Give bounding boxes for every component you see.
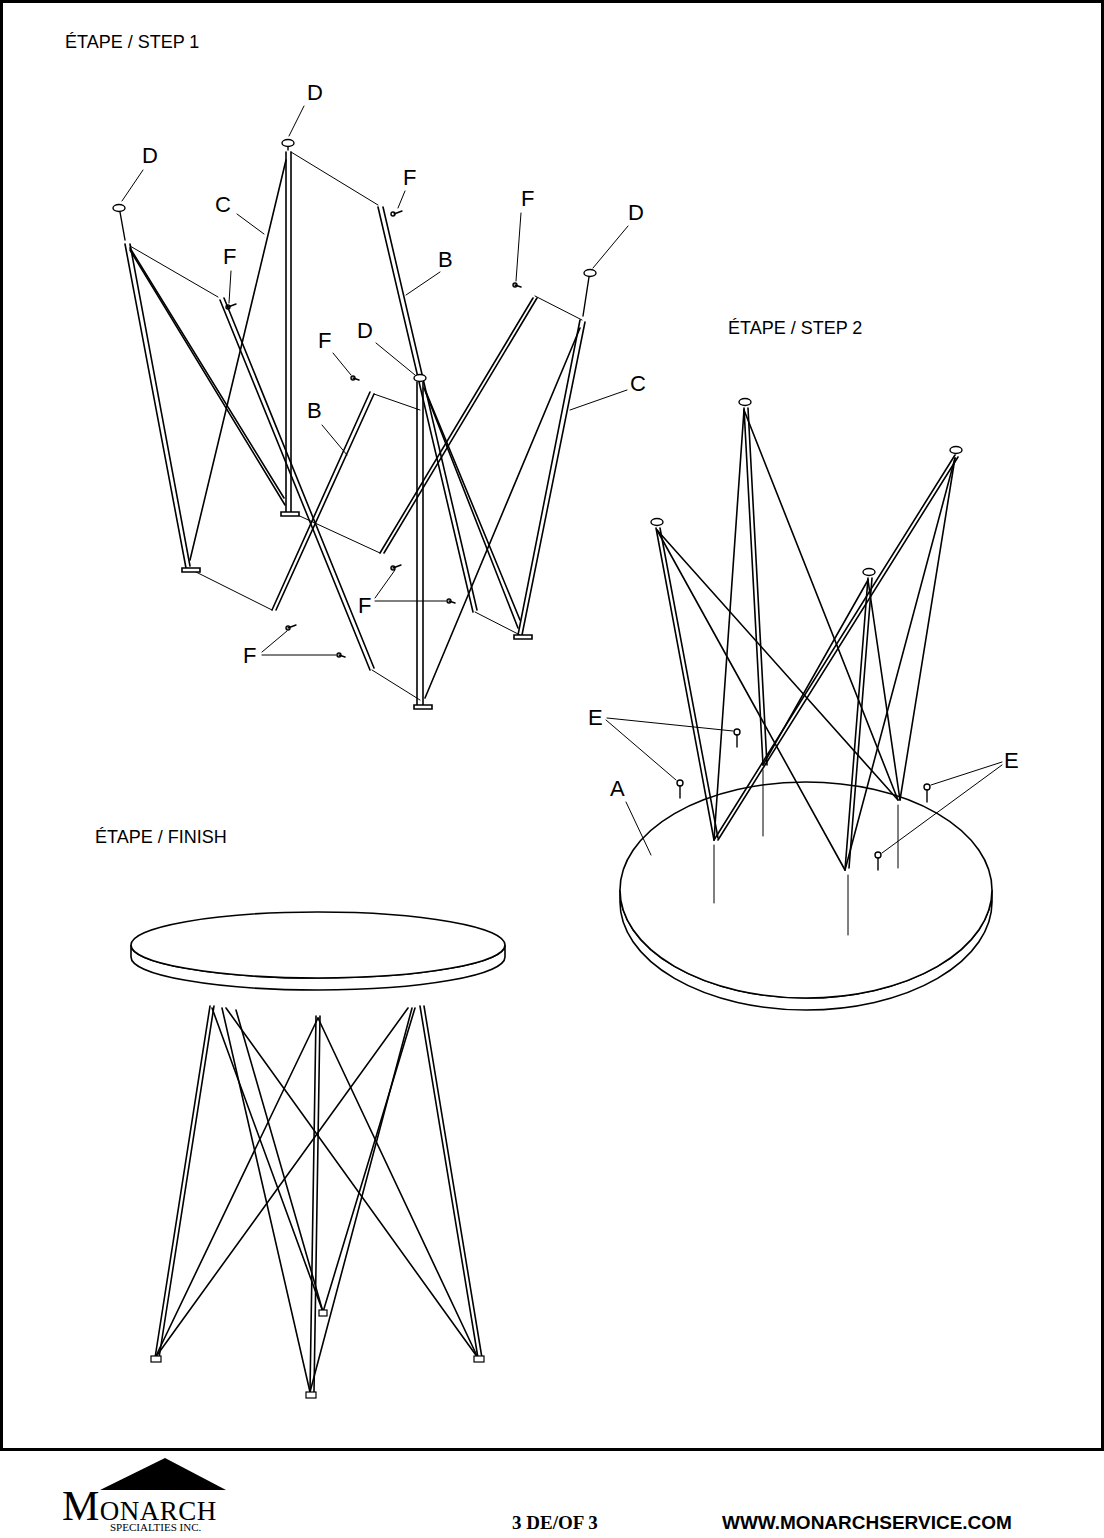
part-letter: F	[521, 186, 534, 211]
part-letter: B	[438, 247, 453, 272]
screw-parts	[226, 211, 521, 657]
part-letter: C	[630, 371, 646, 396]
leader-lines	[122, 106, 628, 655]
cap-parts	[113, 140, 596, 382]
part-letter: F	[318, 328, 331, 353]
page-number: 3 DE/OF 3	[512, 1512, 598, 1534]
part-letter: D	[628, 200, 644, 225]
step1-frame	[125, 152, 585, 709]
step-heading: ÉTAPE / STEP 2	[728, 318, 862, 339]
part-letter: E	[588, 705, 603, 730]
part-letter: F	[223, 244, 236, 269]
part-letter: D	[307, 80, 323, 105]
part-letter: E	[1004, 748, 1019, 773]
step2-illustration	[606, 399, 1002, 1011]
website: WWW.MONARCHSERVICE.COM	[722, 1512, 1012, 1534]
part-letter: C	[215, 192, 231, 217]
part-letter: A	[610, 776, 625, 801]
part-letter: D	[357, 318, 373, 343]
logo-roof	[100, 1458, 226, 1490]
step-heading: ÉTAPE / STEP 1	[65, 32, 199, 53]
part-letter: F	[243, 643, 256, 668]
part-letter: B	[307, 398, 322, 423]
part-letter: D	[142, 143, 158, 168]
step-heading: ÉTAPE / FINISH	[95, 827, 227, 848]
part-letter: F	[403, 165, 416, 190]
finished-table	[131, 912, 505, 1398]
page-frame	[2, 2, 1103, 1450]
brand-subtitle: SPECIALTIES INC.	[110, 1521, 201, 1534]
part-letter: F	[358, 593, 371, 618]
